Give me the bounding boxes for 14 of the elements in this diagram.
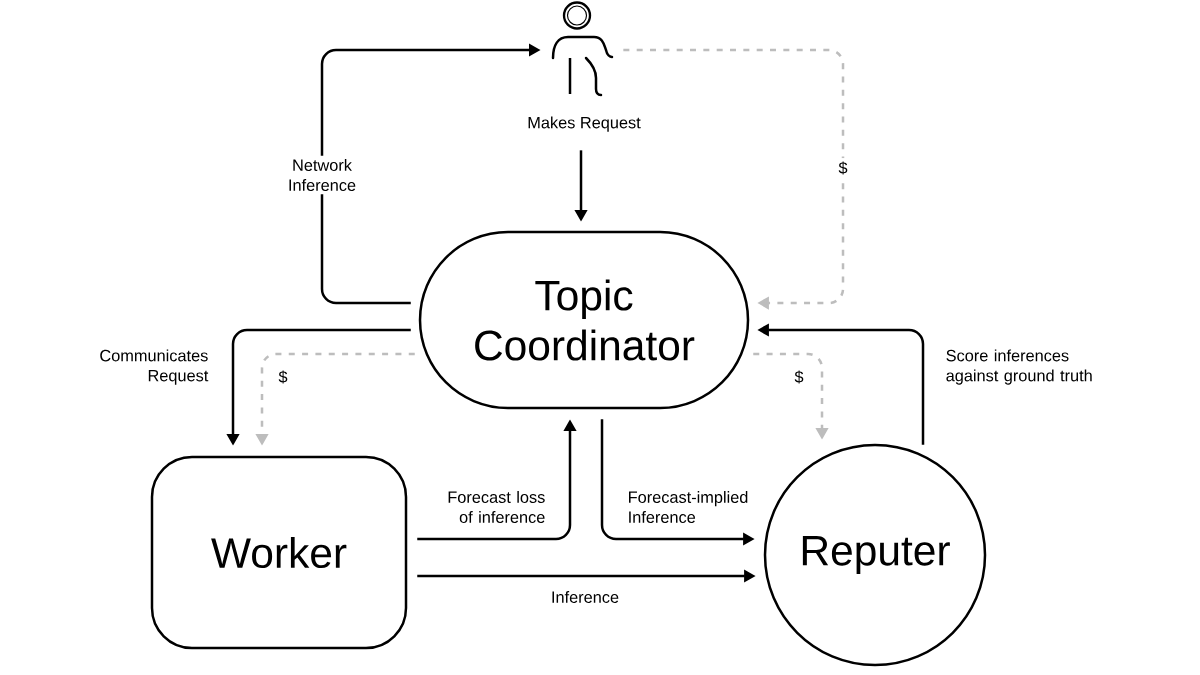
circle-node: Reputer	[763, 443, 987, 667]
edge-label: Inference	[547, 587, 623, 607]
edge-label: $	[791, 367, 807, 387]
edge-label: Score inferences against ground truth	[942, 346, 1107, 388]
edge-label: Forecast loss of inference	[437, 487, 549, 527]
rounded-box: Worker	[150, 455, 408, 650]
node-caption: Makes Request	[528, 116, 641, 132]
dashed-arrow	[623, 48, 845, 310]
edge-label: Communicates Request	[85, 346, 212, 388]
stadium-box: Topic Coordinator	[418, 230, 750, 410]
edge-label: Network Inference	[278, 155, 366, 195]
edge-label: Forecast-implied Inference	[624, 487, 763, 527]
edge-label: $	[275, 367, 291, 387]
edge-label: $	[835, 158, 851, 178]
